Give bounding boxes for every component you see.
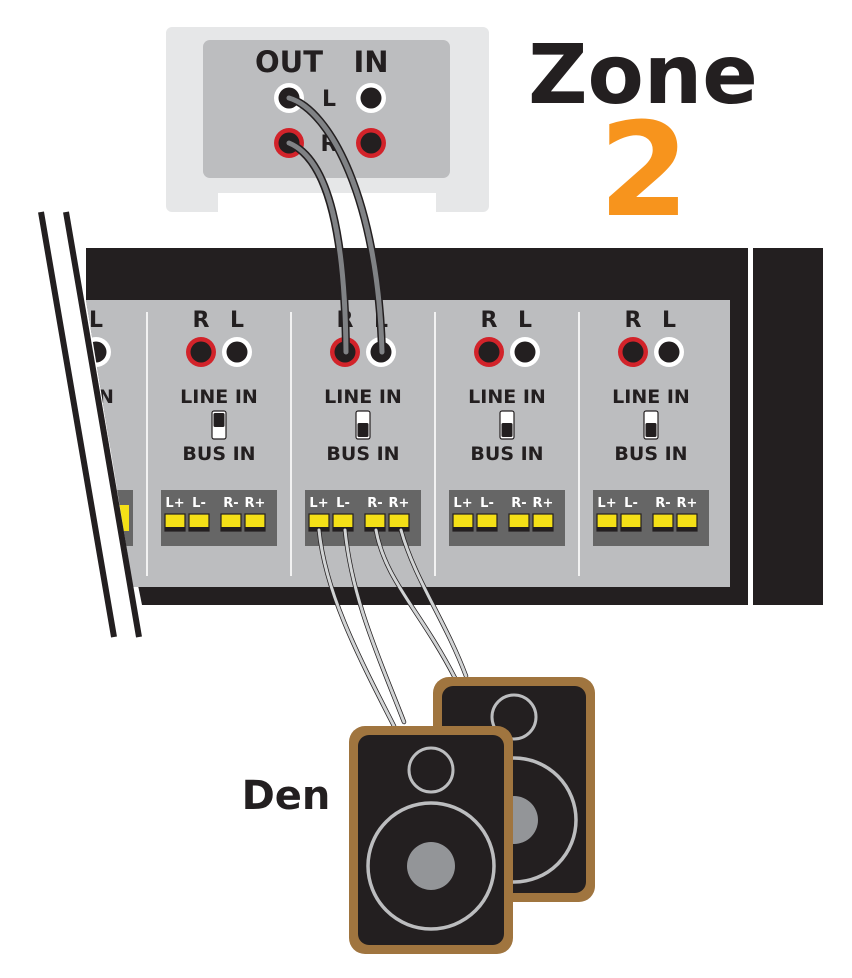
rca-left-jack[interactable]	[510, 337, 540, 367]
terminal-label: R-	[655, 496, 670, 511]
line-in-label: LINE IN	[612, 386, 690, 408]
terminal-label: L-	[480, 496, 494, 511]
break-marks	[38, 211, 142, 638]
rca-left-jack[interactable]	[654, 337, 684, 367]
woofer-icon	[366, 801, 496, 931]
bus-in-label: BUS IN	[326, 443, 399, 465]
terminal-label: L+	[597, 496, 616, 511]
rca-left-jack[interactable]	[222, 337, 252, 367]
amplifier-chassis	[70, 248, 823, 605]
terminal-label: R-	[367, 496, 382, 511]
channel-r-label: R	[481, 308, 498, 333]
line-in-label: LINE IN	[468, 386, 546, 408]
terminal-label: R-	[223, 496, 238, 511]
terminal-label: L+	[165, 496, 184, 511]
line-in-label: LINE IN	[180, 386, 258, 408]
terminal-label: R+	[533, 496, 554, 511]
zone-title: Zone	[528, 28, 758, 123]
channel-dividers	[146, 312, 580, 576]
zone-number: 2	[599, 94, 689, 246]
rca-cables	[285, 94, 386, 356]
speaker-terminal-block: L+ L- R- R+	[593, 490, 709, 546]
input-mode-switch[interactable]	[211, 410, 227, 440]
terminal-label: L+	[309, 496, 328, 511]
source-in-right-jack[interactable]	[356, 128, 386, 158]
channel-l-label: L	[230, 308, 244, 333]
partial-channel-l-label: L	[89, 308, 103, 333]
terminal-label: R-	[511, 496, 526, 511]
channel-l-label: L	[662, 308, 676, 333]
terminal-label: L-	[192, 496, 206, 511]
terminal-label: R+	[389, 496, 410, 511]
rca-right-jack[interactable]	[474, 337, 504, 367]
bus-in-label: BUS IN	[182, 443, 255, 465]
in-label: IN	[353, 45, 388, 79]
terminal-label: L-	[336, 496, 350, 511]
source-left-label: L	[322, 87, 336, 112]
speaker-left	[349, 726, 513, 954]
bus-in-label: BUS IN	[614, 443, 687, 465]
terminal-label: L+	[453, 496, 472, 511]
input-mode-switch[interactable]	[643, 410, 659, 440]
tweeter-icon	[407, 746, 455, 794]
tweeter-icon	[490, 693, 538, 741]
terminal-label: R+	[677, 496, 698, 511]
bus-in-label: BUS IN	[470, 443, 543, 465]
line-in-label: LINE IN	[324, 386, 402, 408]
channel-l-label: L	[518, 308, 532, 333]
channel-r-label: R	[625, 308, 642, 333]
source-in-left-jack[interactable]	[356, 83, 386, 113]
speaker-terminal-block: L+ L- R- R+	[449, 490, 565, 546]
den-label: Den	[242, 773, 331, 819]
input-mode-switch[interactable]	[355, 410, 371, 440]
input-mode-switch[interactable]	[499, 410, 515, 440]
rca-right-jack[interactable]	[186, 337, 216, 367]
speaker-terminal-block: L+ L- R- R+	[161, 490, 277, 546]
speaker-wires	[316, 527, 469, 729]
terminal-label: L-	[624, 496, 638, 511]
out-label: OUT	[255, 45, 323, 79]
channel-r-label: R	[193, 308, 210, 333]
source-device: OUT IN L R	[166, 27, 489, 212]
rca-right-jack[interactable]	[618, 337, 648, 367]
terminal-label: R+	[245, 496, 266, 511]
